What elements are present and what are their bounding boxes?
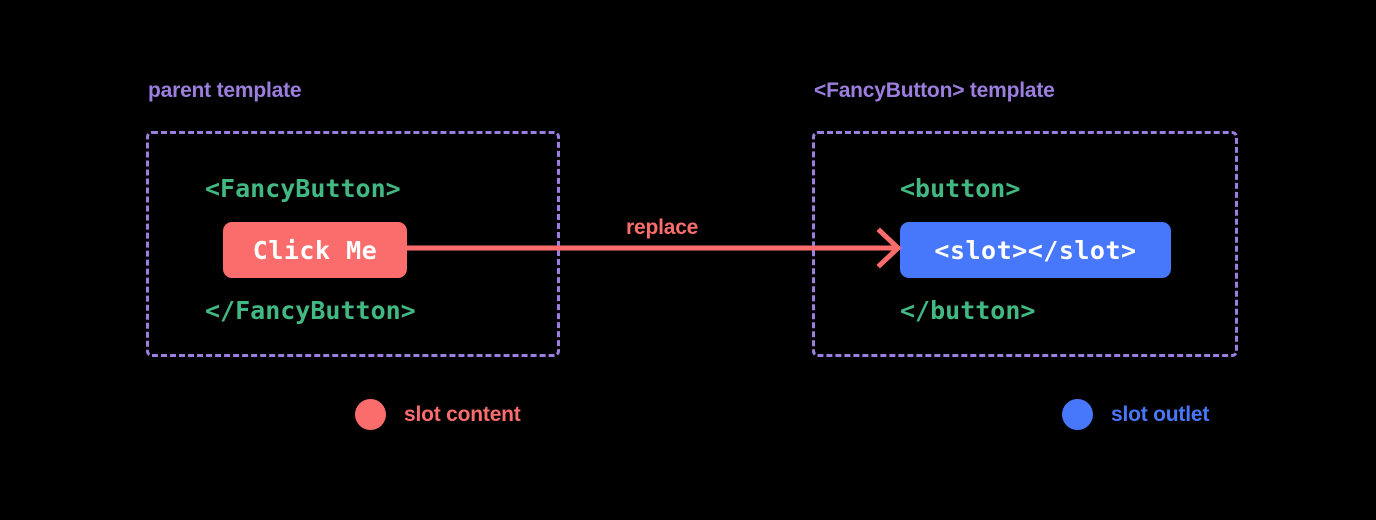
circle-icon-slot-outlet [1062, 399, 1093, 430]
legend-item-slot-content: slot content [355, 399, 521, 430]
legend-label-slot-content: slot content [404, 403, 521, 426]
panel-parent-template: parent template <FancyButton> Click Me <… [146, 80, 560, 357]
legend-label-slot-outlet: slot outlet [1111, 403, 1210, 426]
replace-arrow-group: replace [404, 216, 904, 277]
code-close-tag-fancybutton: </FancyButton> [205, 296, 416, 325]
code-open-tag-fancybutton: <FancyButton> [205, 174, 401, 203]
circle-icon-slot-content [355, 399, 386, 430]
code-close-tag-button: </button> [900, 296, 1036, 325]
slot-outlet-chip-slot[interactable]: <slot></slot> [900, 222, 1171, 278]
panel-fancybutton-template-box: <button> <slot></slot> </button> [812, 131, 1238, 357]
slot-content-chip-click-me[interactable]: Click Me [223, 222, 407, 278]
panel-parent-template-label: parent template [148, 79, 302, 102]
panel-parent-template-box: <FancyButton> Click Me </FancyButton> [146, 131, 560, 357]
legend-item-slot-outlet: slot outlet [1062, 399, 1209, 430]
arrow-right-icon [404, 227, 902, 269]
replace-arrow-label: replace [626, 216, 699, 239]
code-open-tag-button: <button> [900, 174, 1021, 203]
panel-fancybutton-template: <FancyButton> template <button> <slot></… [812, 80, 1238, 357]
panel-fancybutton-template-label: <FancyButton> template [814, 79, 1055, 102]
